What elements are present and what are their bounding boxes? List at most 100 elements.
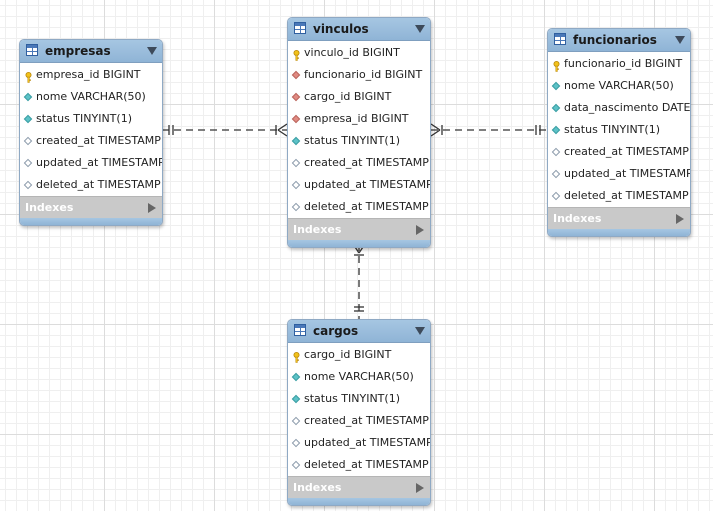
nullable-column-icon [551,147,561,157]
not-null-column-icon [291,372,301,382]
primary-key-icon [292,47,301,61]
not-null-column-icon [551,81,561,91]
column-label: deleted_at TIMESTAMP [564,189,689,202]
column-row[interactable]: created_at TIMESTAMP [548,141,690,163]
dropdown-arrow-icon[interactable] [415,25,425,33]
column-row[interactable]: status TINYINT(1) [288,388,430,410]
column-row[interactable]: vinculo_id BIGINT [288,42,430,64]
column-row[interactable]: cargo_id BIGINT [288,86,430,108]
column-row[interactable]: status TINYINT(1) [288,130,430,152]
column-row[interactable]: empresa_id BIGINT [20,64,162,86]
indexes-section[interactable]: Indexes [288,476,430,498]
table-funcionarios[interactable]: funcionarios funcionario_id BIGINT nome VA… [547,28,691,237]
dropdown-arrow-icon[interactable] [675,36,685,44]
column-list: funcionario_id BIGINT nome VARCHAR(50) dat… [548,52,690,207]
column-row[interactable]: created_at TIMESTAMP [288,152,430,174]
column-row[interactable]: data_nascimento DATE [548,97,690,119]
column-label: status TINYINT(1) [36,112,132,125]
primary-key-icon [24,69,33,83]
column-row[interactable]: status TINYINT(1) [548,119,690,141]
column-row[interactable]: funcionario_id BIGINT [548,53,690,75]
primary-key-icon [292,349,301,363]
column-label: updated_at TIMESTAMP [36,156,163,169]
primary-key-icon [552,58,561,72]
column-row[interactable]: updated_at TIMESTAMP [288,432,430,454]
column-row[interactable]: cargo_id BIGINT [288,344,430,366]
column-list: cargo_id BIGINT nome VARCHAR(50) status TI… [288,343,430,476]
column-row[interactable]: nome VARCHAR(50) [288,366,430,388]
column-row[interactable]: updated_at TIMESTAMP [548,163,690,185]
not-null-column-icon [23,114,33,124]
indexes-label: Indexes [293,481,342,494]
not-null-column-icon [551,125,561,135]
column-label: deleted_at TIMESTAMP [304,458,429,471]
dropdown-arrow-icon[interactable] [147,47,157,55]
column-row[interactable]: created_at TIMESTAMP [20,130,162,152]
column-label: funcionario_id BIGINT [304,68,423,81]
column-label: deleted_at TIMESTAMP [36,178,161,191]
expand-arrow-icon[interactable] [676,214,684,224]
table-title: vinculos [313,22,369,36]
column-row[interactable]: deleted_at TIMESTAMP [288,454,430,476]
column-list: vinculo_id BIGINT funcionario_id BIGINT ca… [288,41,430,218]
not-null-column-icon [291,394,301,404]
indexes-label: Indexes [293,223,342,236]
column-row[interactable]: nome VARCHAR(50) [20,86,162,108]
column-label: updated_at TIMESTAMP [304,436,431,449]
column-label: created_at TIMESTAMP [304,414,429,427]
column-label: nome VARCHAR(50) [304,370,414,383]
dropdown-arrow-icon[interactable] [415,327,425,335]
nullable-column-icon [291,438,301,448]
column-row[interactable]: nome VARCHAR(50) [548,75,690,97]
column-list: empresa_id BIGINT nome VARCHAR(50) status … [20,63,162,196]
nullable-column-icon [291,460,301,470]
table-vinculos[interactable]: vinculos vinculo_id BIGINT funcionario_id … [287,17,431,248]
column-row[interactable]: empresa_id BIGINT [288,108,430,130]
column-row[interactable]: updated_at TIMESTAMP [288,174,430,196]
column-label: deleted_at TIMESTAMP [304,200,429,213]
expand-arrow-icon[interactable] [416,225,424,235]
column-label: created_at TIMESTAMP [564,145,689,158]
column-row[interactable]: status TINYINT(1) [20,108,162,130]
indexes-label: Indexes [25,201,74,214]
column-label: status TINYINT(1) [304,134,400,147]
column-row[interactable]: deleted_at TIMESTAMP [288,196,430,218]
table-icon [554,33,566,45]
expand-arrow-icon[interactable] [148,203,156,213]
indexes-section[interactable]: Indexes [20,196,162,218]
nullable-column-icon [551,191,561,201]
table-header[interactable]: empresas [20,40,162,63]
expand-arrow-icon[interactable] [416,483,424,493]
relationship-empresas-vinculos[interactable] [162,123,288,137]
table-footer [288,240,430,247]
table-header[interactable]: funcionarios [548,29,690,52]
table-header[interactable]: cargos [288,320,430,343]
column-label: updated_at TIMESTAMP [564,167,691,180]
table-header[interactable]: vinculos [288,18,430,41]
foreign-key-icon [291,114,301,124]
table-title: funcionarios [573,33,657,47]
indexes-section[interactable]: Indexes [548,207,690,229]
indexes-section[interactable]: Indexes [288,218,430,240]
column-row[interactable]: updated_at TIMESTAMP [20,152,162,174]
indexes-label: Indexes [553,212,602,225]
column-label: cargo_id BIGINT [304,90,392,103]
not-null-column-icon [551,103,561,113]
relationship-cargos-vinculos[interactable] [352,243,366,319]
nullable-column-icon [291,180,301,190]
table-footer [20,218,162,225]
table-empresas[interactable]: empresas empresa_id BIGINT nome VARCHAR(50… [19,39,163,226]
column-row[interactable]: deleted_at TIMESTAMP [20,174,162,196]
column-row[interactable]: deleted_at TIMESTAMP [548,185,690,207]
column-row[interactable]: funcionario_id BIGINT [288,64,430,86]
relationship-funcionarios-vinculos[interactable] [430,123,547,137]
column-row[interactable]: created_at TIMESTAMP [288,410,430,432]
not-null-column-icon [291,136,301,146]
column-label: empresa_id BIGINT [36,68,141,81]
column-label: empresa_id BIGINT [304,112,409,125]
column-label: nome VARCHAR(50) [564,79,674,92]
column-label: created_at TIMESTAMP [304,156,429,169]
column-label: nome VARCHAR(50) [36,90,146,103]
